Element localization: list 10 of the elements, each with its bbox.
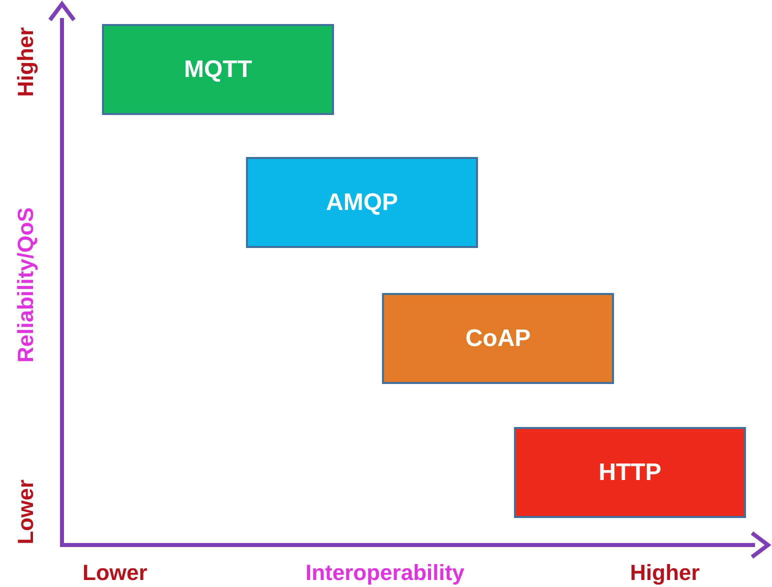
axis-end-label: Lower — [15, 480, 37, 544]
protocol-box: AMQP — [246, 157, 478, 248]
axis-title: Interoperability — [306, 562, 464, 584]
protocol-box: MQTT — [102, 24, 334, 115]
axis-end-label: Higher — [15, 27, 37, 97]
protocol-box: HTTP — [514, 427, 746, 518]
axis-title: Reliability/QoS — [15, 207, 37, 363]
protocol-box: CoAP — [382, 293, 614, 384]
axis-end-label: Lower — [82, 562, 148, 584]
axis-end-label: Higher — [630, 562, 700, 584]
